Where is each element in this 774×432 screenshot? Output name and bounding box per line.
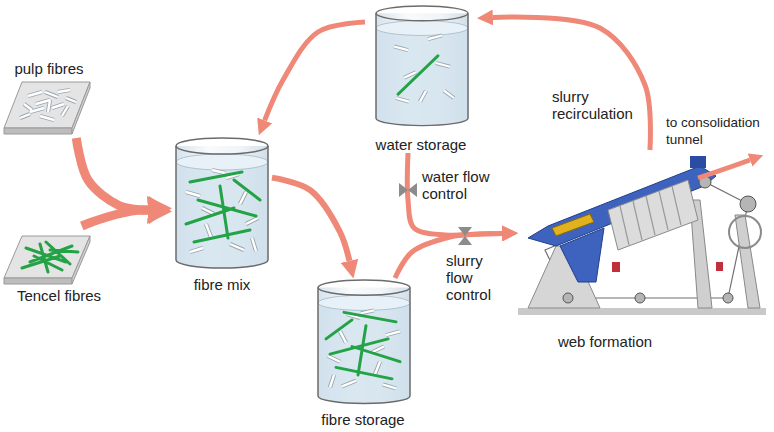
- vessel-label: fibre mix: [194, 276, 251, 293]
- vessel-caption: web formation: [518, 333, 766, 350]
- flow-label: water flow control: [422, 168, 508, 202]
- consolidation-arrow-part: [698, 160, 750, 178]
- vessel-label: Tencel fibres: [17, 287, 101, 304]
- water-valve-symbol: [399, 183, 417, 197]
- labelled-vessel: pulp fibres: [2, 60, 96, 138]
- pulp-tray-part: [20, 90, 76, 120]
- fibre-mix-beaker-part: [176, 138, 268, 268]
- tencel-tray: [4, 236, 90, 284]
- vessel-caption: fibre storage: [313, 411, 413, 428]
- fibre-storage-beaker: [318, 280, 410, 404]
- pulp-tray-part: [72, 82, 90, 134]
- flow-arrow: [76, 138, 148, 210]
- fibre-mix-beaker: [176, 138, 268, 268]
- flow-label: slurry recirculation: [552, 88, 644, 122]
- water-storage-beaker-part: [376, 6, 468, 126]
- water-storage-beaker: [376, 6, 468, 126]
- fibre-storage-beaker-part: [326, 310, 400, 388]
- labelled-vessel: fibre mix: [172, 135, 272, 293]
- web-former-illustration-part: [723, 293, 733, 303]
- web-former-illustration-part: [690, 156, 706, 168]
- vessel-caption: pulp fibres: [2, 60, 96, 77]
- consolidation-arrow: [698, 160, 750, 178]
- tencel-tray-part: [22, 242, 78, 272]
- web-former-illustration-part: [563, 293, 573, 303]
- flow-arrow: [265, 22, 365, 120]
- slurry-valve-symbol: [458, 227, 472, 245]
- tencel-tray-part: [72, 236, 90, 284]
- labelled-vessel: water storage: [365, 5, 477, 153]
- web-former-illustration-part: [612, 262, 620, 272]
- destination-label: to consolidation tunnel: [666, 114, 770, 148]
- labelled-vessel: Tencel fibres: [2, 226, 116, 304]
- water-storage-beaker-part: [398, 56, 438, 95]
- web-former-illustration-part: [716, 262, 723, 271]
- flow-arrow: [272, 178, 349, 261]
- vessel-label: pulp fibres: [14, 60, 83, 77]
- web-former-illustration: [518, 156, 766, 315]
- water-storage-beaker-part: [394, 35, 454, 101]
- web-former-illustration-part: [552, 214, 594, 236]
- web-former-illustration-part: [740, 196, 756, 212]
- fibre-storage-beaker-part: [318, 280, 410, 404]
- slurry-valve-symbol-part: [458, 227, 472, 245]
- vessel-label: water storage: [376, 136, 467, 153]
- web-former-illustration-part: [518, 308, 766, 315]
- flow-arrow: [493, 17, 651, 150]
- vessel-caption: Tencel fibres: [2, 287, 116, 304]
- web-former-illustration-part: [620, 186, 681, 245]
- pulp-tray-part: [4, 128, 72, 134]
- vessel-caption: fibre mix: [172, 276, 272, 293]
- flow-label: slurry flow control: [446, 252, 504, 303]
- flow-arrow: [407, 153, 502, 235]
- pulp-tray-part: [20, 90, 76, 120]
- web-former-illustration-part: [635, 293, 645, 303]
- vessel-label: web formation: [558, 333, 652, 350]
- labelled-vessel: fibre storage: [313, 278, 413, 428]
- web-former-illustration-part: [608, 180, 698, 250]
- flow-arrow: [395, 233, 502, 278]
- vessel-caption: water storage: [365, 136, 477, 153]
- flow-arrow: [82, 210, 148, 226]
- tencel-tray-part: [4, 278, 72, 284]
- web-former-illustration-part: [729, 216, 761, 248]
- pulp-tray: [4, 82, 90, 134]
- labelled-vessel: web formation: [518, 150, 766, 350]
- fibre-mix-beaker-part: [186, 170, 260, 252]
- web-former-illustration-part: [735, 215, 760, 308]
- water-storage-beaker-part: [394, 35, 454, 101]
- water-valve-symbol-part: [399, 183, 417, 197]
- vessel-label: fibre storage: [321, 411, 404, 428]
